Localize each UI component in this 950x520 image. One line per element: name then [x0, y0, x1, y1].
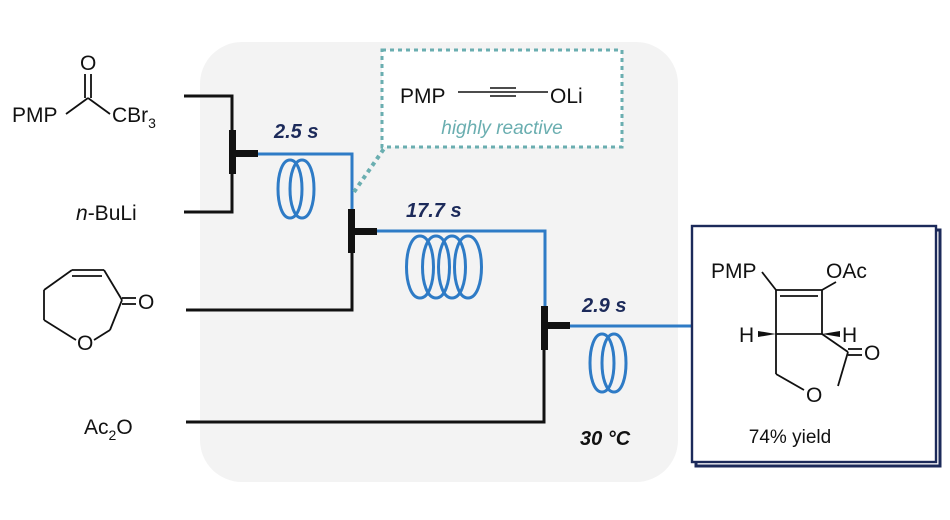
product-box: PMP OAc H H O O 74% yield	[690, 224, 942, 468]
t-mixer-1	[229, 130, 236, 174]
product-yield: 74% yield	[749, 427, 831, 448]
ketone-reagent: PMP O CBr3	[12, 52, 156, 131]
svg-text:OAc: OAc	[826, 260, 867, 283]
svg-text:O: O	[864, 342, 880, 365]
t-mixer-3	[541, 306, 548, 350]
svg-text:H: H	[842, 324, 857, 347]
intermediate-oli: OLi	[550, 85, 583, 108]
coil-reactor-1	[276, 158, 316, 220]
intermediate-pmp: PMP	[400, 85, 446, 108]
temperature-label: 30 °C	[580, 428, 631, 450]
t-mixers	[229, 130, 570, 350]
svg-text:PMP: PMP	[12, 104, 58, 127]
lactone-reagent: O O	[43, 269, 154, 355]
intermediate-note: highly reactive	[441, 118, 562, 139]
anhydride-reagent: Ac2O	[84, 416, 133, 443]
t-mixer-2	[348, 209, 355, 253]
intermediate-callout	[380, 48, 624, 149]
residence-time-1: 2.5 s	[273, 121, 318, 143]
svg-text:O: O	[77, 332, 93, 355]
residence-time-3: 2.9 s	[581, 295, 626, 317]
svg-text:H: H	[739, 324, 754, 347]
svg-text:CBr3: CBr3	[112, 104, 156, 131]
base-reagent: n-BuLi	[76, 202, 137, 225]
svg-text:O: O	[806, 384, 822, 407]
residence-time-2: 17.7 s	[406, 200, 462, 222]
callout-leader	[352, 138, 392, 194]
svg-text:PMP: PMP	[711, 260, 757, 283]
coil-reactor-2	[405, 234, 483, 300]
flow-tubing	[236, 152, 695, 328]
svg-text:O: O	[138, 291, 154, 314]
alkyne-triple-bond	[458, 87, 548, 97]
coil-reactor-3	[588, 332, 628, 394]
svg-text:O: O	[80, 52, 96, 75]
